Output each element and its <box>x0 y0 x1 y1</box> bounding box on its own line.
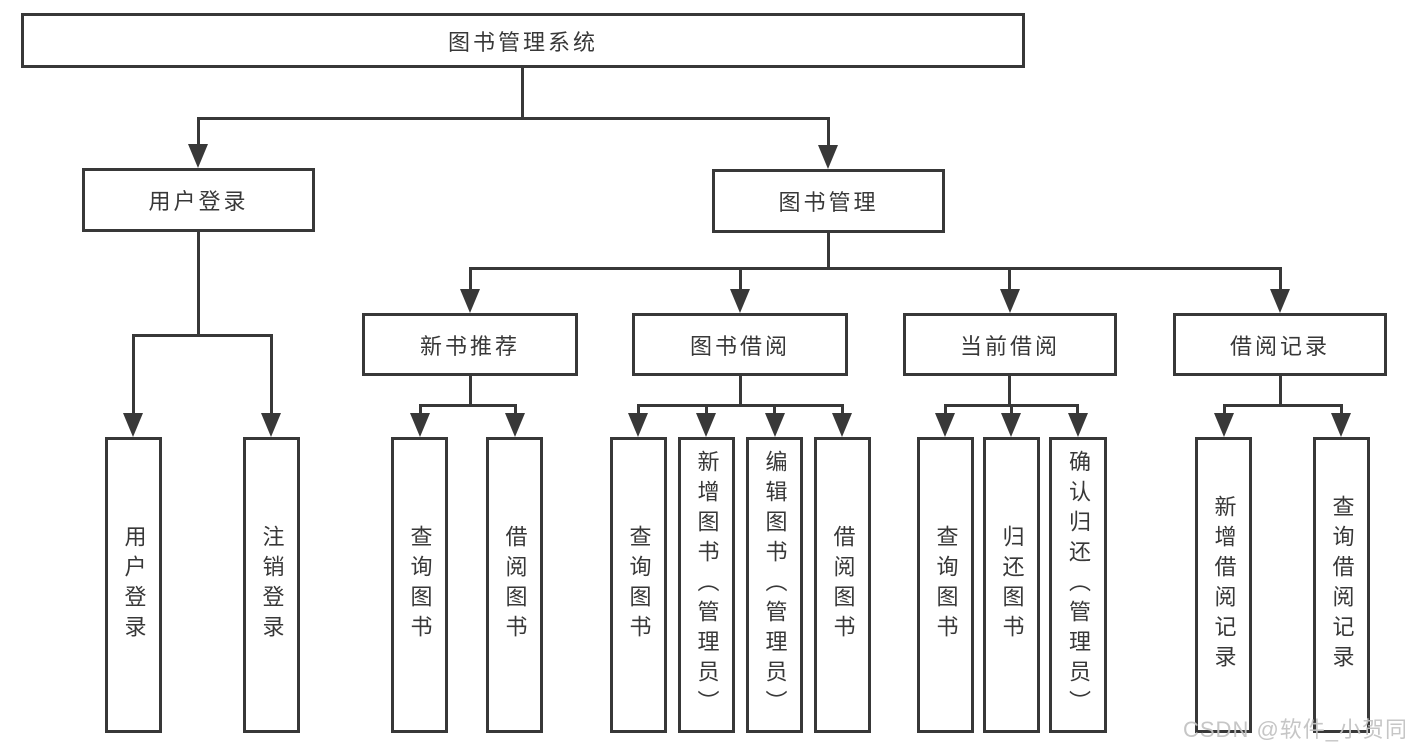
leaf-query-books-2-label: 查询图书 <box>626 525 652 645</box>
arrowhead-icon <box>1270 289 1290 313</box>
leaf-borrow-books-2-label: 借阅图书 <box>830 525 856 645</box>
leaf-add-borrow-record: 新增借阅记录 <box>1195 437 1252 733</box>
connector-line <box>705 404 708 416</box>
arrowhead-icon <box>1214 413 1234 437</box>
node-new-book-recommend: 新书推荐 <box>362 313 578 376</box>
arrowhead-icon <box>935 413 955 437</box>
arrowhead-icon <box>1068 413 1088 437</box>
leaf-query-books-2: 查询图书 <box>610 437 667 733</box>
node-current-borrow-label: 当前借阅 <box>959 333 1060 359</box>
connector-line <box>197 232 200 336</box>
node-book-borrow-label: 图书借阅 <box>689 333 790 359</box>
node-user-login: 用户登录 <box>82 168 315 232</box>
connector-line <box>1279 267 1282 291</box>
connector-line <box>944 404 947 416</box>
leaf-edit-books-admin-label: 编辑图书（管理员） <box>762 450 788 720</box>
connector-line <box>469 267 472 291</box>
arrowhead-icon <box>1000 289 1020 313</box>
connector-line <box>1008 267 1011 291</box>
leaf-borrow-books-1-label: 借阅图书 <box>502 525 528 645</box>
leaf-add-books-admin: 新增图书（管理员） <box>678 437 735 733</box>
leaf-confirm-return-admin-label: 确认归还（管理员） <box>1066 450 1091 720</box>
connector-line <box>1010 404 1013 416</box>
node-book-management: 图书管理 <box>712 169 945 233</box>
arrowhead-icon <box>505 413 525 437</box>
arrowhead-icon <box>628 413 648 437</box>
node-borrow-record-label: 借阅记录 <box>1229 333 1330 359</box>
node-current-borrow: 当前借阅 <box>903 313 1117 376</box>
leaf-query-borrow-record-label: 查询借阅记录 <box>1329 495 1355 675</box>
connector-line <box>419 404 422 416</box>
connector-line <box>469 267 1281 270</box>
connector-line <box>827 117 830 146</box>
arrowhead-icon <box>123 413 143 437</box>
leaf-user-login: 用户登录 <box>105 437 162 733</box>
node-user-login-label: 用户登录 <box>148 189 249 214</box>
arrowhead-icon <box>818 145 838 169</box>
connector-line <box>1279 376 1282 406</box>
connector-line <box>469 376 472 406</box>
leaf-logout: 注销登录 <box>243 437 300 733</box>
leaf-logout-label: 注销登录 <box>259 525 285 645</box>
connector-line <box>773 404 776 416</box>
node-book-management-label: 图书管理 <box>778 190 879 215</box>
arrowhead-icon <box>730 289 750 313</box>
connector-line <box>132 334 273 337</box>
leaf-add-borrow-record-label: 新增借阅记录 <box>1211 495 1237 675</box>
connector-line <box>132 334 135 416</box>
connector-line <box>739 376 742 406</box>
node-borrow-record: 借阅记录 <box>1173 313 1387 376</box>
connector-line <box>1340 404 1343 416</box>
leaf-query-books-3-label: 查询图书 <box>933 525 959 645</box>
arrowhead-icon <box>261 413 281 437</box>
connector-line <box>197 117 830 120</box>
connector-line <box>637 404 640 416</box>
watermark: CSDN @软件_小贺同学 <box>1183 717 1405 742</box>
leaf-query-books-3: 查询图书 <box>917 437 974 733</box>
arrowhead-icon <box>460 289 480 313</box>
arrowhead-icon <box>410 413 430 437</box>
connector-line <box>1223 404 1342 407</box>
leaf-user-login-label: 用户登录 <box>121 525 147 645</box>
leaf-return-books-label: 归还图书 <box>999 525 1025 645</box>
leaf-borrow-books-2: 借阅图书 <box>814 437 871 733</box>
node-root: 图书管理系统 <box>21 13 1025 68</box>
leaf-confirm-return-admin: 确认归还（管理员） <box>1049 437 1107 733</box>
connector-line <box>841 404 844 416</box>
arrowhead-icon <box>832 413 852 437</box>
leaf-add-books-admin-label: 新增图书（管理员） <box>694 450 720 720</box>
connector-line <box>827 233 830 269</box>
node-new-book-recommend-label: 新书推荐 <box>419 333 520 359</box>
arrowhead-icon <box>696 413 716 437</box>
arrowhead-icon <box>765 413 785 437</box>
leaf-return-books: 归还图书 <box>983 437 1040 733</box>
node-root-label: 图书管理系统 <box>447 29 598 55</box>
leaf-query-books-1: 查询图书 <box>391 437 448 733</box>
arrowhead-icon <box>1331 413 1351 437</box>
connector-line <box>197 117 200 146</box>
connector-line <box>521 68 524 119</box>
leaf-query-borrow-record: 查询借阅记录 <box>1313 437 1370 733</box>
node-book-borrow: 图书借阅 <box>632 313 848 376</box>
connector-line <box>270 334 273 416</box>
connector-line <box>419 404 517 407</box>
connector-line <box>739 267 742 291</box>
connector-line <box>637 404 843 407</box>
arrowhead-icon <box>188 144 208 168</box>
connector-line <box>1008 376 1011 406</box>
connector-line <box>1223 404 1226 416</box>
leaf-edit-books-admin: 编辑图书（管理员） <box>746 437 803 733</box>
arrowhead-icon <box>1001 413 1021 437</box>
connector-line <box>1076 404 1079 416</box>
connector-line <box>514 404 517 416</box>
leaf-borrow-books-1: 借阅图书 <box>486 437 543 733</box>
leaf-query-books-1-label: 查询图书 <box>407 525 433 645</box>
